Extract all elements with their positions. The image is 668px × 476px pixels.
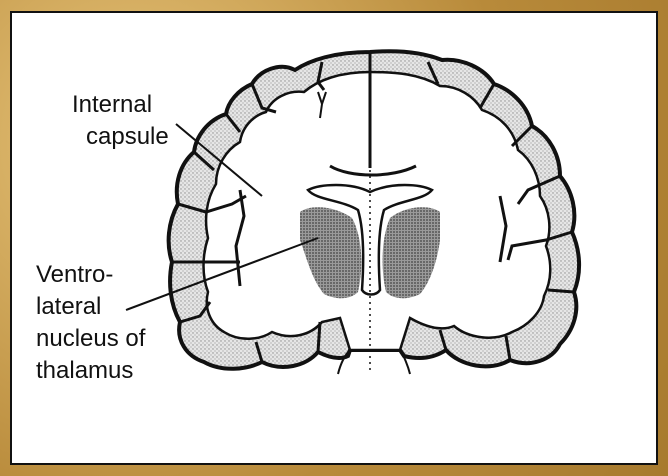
ventrolateral-label-line3: nucleus of xyxy=(36,324,145,354)
ventrolateral-label-line2: lateral xyxy=(36,292,101,322)
internal-capsule-label-line1: Internal xyxy=(72,90,152,120)
ventrolateral-label-line4: thalamus xyxy=(36,356,133,386)
internal-capsule-label-line2: capsule xyxy=(86,122,169,152)
ventrolateral-label-line1: Ventro- xyxy=(36,260,113,290)
